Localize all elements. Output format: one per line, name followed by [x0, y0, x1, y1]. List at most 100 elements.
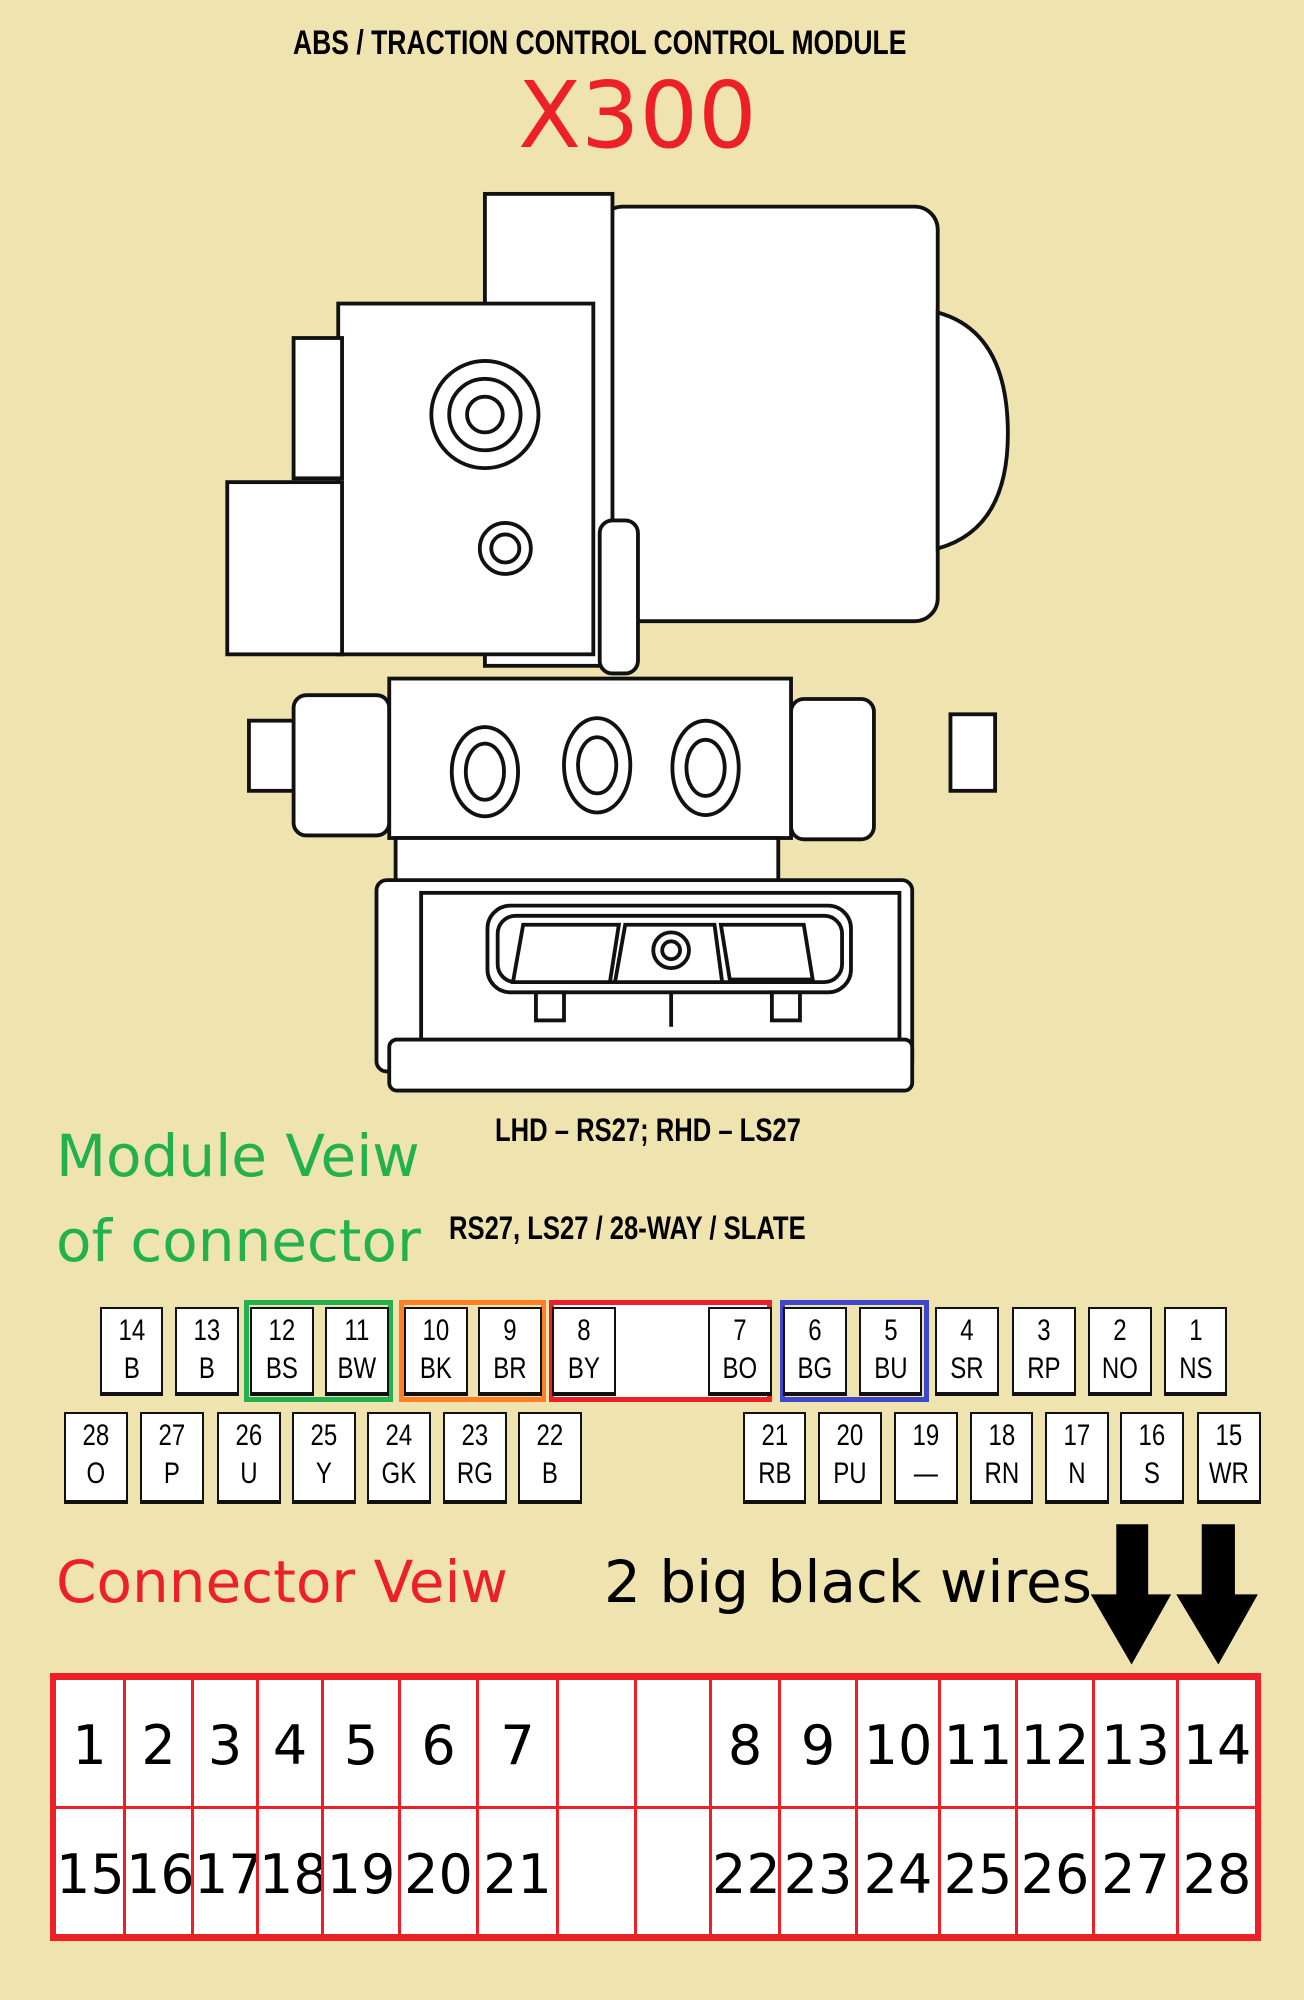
- wire-color-code: U: [240, 1457, 258, 1491]
- pin-number: 16: [1138, 1419, 1166, 1453]
- wire-color-code: O: [86, 1457, 106, 1491]
- pin-19: 19—: [894, 1412, 959, 1505]
- wire-color-code: S: [1144, 1457, 1161, 1491]
- module-caption: LHD – RS27; RHD – LS27: [495, 1112, 801, 1148]
- cavity-5: 5: [321, 1673, 401, 1809]
- cavity-number: 19: [326, 1843, 396, 1906]
- pin-number: 18: [988, 1419, 1015, 1453]
- cavity-25: 25: [938, 1806, 1018, 1941]
- cavity-number: 8: [727, 1714, 763, 1777]
- cavity-number: 9: [800, 1714, 836, 1777]
- cavity-7: 7: [476, 1673, 559, 1809]
- cavity-24: 24: [855, 1806, 941, 1941]
- pin-number: 7: [733, 1313, 747, 1347]
- cavity-number: 1: [72, 1714, 107, 1777]
- wire-color-code: BU: [873, 1351, 908, 1385]
- pin-group-green: [243, 1300, 393, 1403]
- cavity-empty: [556, 1673, 637, 1809]
- cavity-4: 4: [256, 1673, 324, 1809]
- pin-number: 27: [158, 1419, 186, 1453]
- wire-color-code: BO: [722, 1351, 758, 1385]
- cavity-number: 23: [783, 1843, 853, 1906]
- cavity-number: 17: [194, 1843, 263, 1906]
- pin-number: 9: [503, 1313, 518, 1347]
- wire-color-code: PU: [833, 1457, 867, 1491]
- cavity-empty: [556, 1806, 637, 1941]
- wire-color-code: WR: [1208, 1457, 1249, 1491]
- wire-color-code: B: [198, 1351, 215, 1385]
- wire-color-code: NO: [1102, 1351, 1139, 1385]
- wire-color-code: RG: [456, 1457, 493, 1491]
- cavity-9: 9: [778, 1673, 858, 1809]
- wire-color-code: BW: [337, 1351, 377, 1385]
- cavity-15: 15: [50, 1806, 126, 1941]
- cavity-number: 6: [421, 1714, 456, 1777]
- cavity-number: 10: [863, 1714, 933, 1777]
- cavity-number: 20: [404, 1843, 473, 1906]
- pin-number: 20: [836, 1419, 864, 1453]
- cavity-empty: [634, 1806, 712, 1941]
- cavity-21: 21: [476, 1806, 559, 1941]
- cavity-number: 13: [1101, 1714, 1170, 1777]
- connector-caption: RS27, LS27 / 28-WAY / SLATE: [449, 1210, 806, 1246]
- wire-color-code: BK: [420, 1351, 453, 1385]
- cavity-18: 18: [256, 1806, 328, 1941]
- pin-number: 11: [344, 1313, 370, 1347]
- cavity-6: 6: [398, 1673, 479, 1809]
- cavity-20: 20: [398, 1806, 479, 1941]
- wire-color-code: RN: [984, 1457, 1019, 1491]
- wire-color-code: BG: [797, 1351, 833, 1385]
- pin-number: 5: [883, 1313, 898, 1347]
- pin-number: 28: [82, 1419, 110, 1453]
- cavity-13: 13: [1092, 1673, 1179, 1809]
- pin-number: 22: [536, 1419, 564, 1453]
- cavity-number: 26: [1020, 1843, 1090, 1906]
- pin-number: 19: [912, 1419, 940, 1453]
- wire-color-code: B: [541, 1457, 558, 1491]
- pin-number: 8: [577, 1313, 592, 1347]
- pin-group-blue: [779, 1300, 929, 1403]
- wire-color-code: N: [1068, 1457, 1086, 1491]
- pin-number: 26: [235, 1419, 263, 1453]
- module-view-label-2: of connector: [56, 1207, 421, 1275]
- wire-color-code: BS: [265, 1351, 298, 1385]
- cavity-12: 12: [1015, 1673, 1095, 1809]
- cavity-22: 22: [709, 1806, 781, 1941]
- cavity-28: 28: [1176, 1806, 1261, 1941]
- cavity-number: 7: [500, 1714, 535, 1777]
- pin-number: 10: [423, 1313, 450, 1347]
- arrow-down-icon: [1090, 1524, 1258, 1665]
- cavity-number: 2: [141, 1714, 176, 1777]
- cavity-number: 11: [943, 1714, 1013, 1777]
- pin-number: 14: [118, 1313, 145, 1347]
- cavity-19: 19: [321, 1806, 401, 1941]
- pin-number: 1: [1188, 1313, 1203, 1347]
- pin-number: 21: [761, 1419, 788, 1453]
- wire-color-code: GK: [381, 1457, 417, 1491]
- wire-color-code: BR: [493, 1351, 528, 1385]
- cavity-17: 17: [191, 1806, 263, 1941]
- pin-number: 4: [960, 1313, 974, 1347]
- cavity-10: 10: [855, 1673, 941, 1809]
- wires-note: 2 big black wires: [604, 1548, 1092, 1616]
- pin-number: 3: [1037, 1313, 1051, 1347]
- wire-color-code: SR: [950, 1351, 984, 1385]
